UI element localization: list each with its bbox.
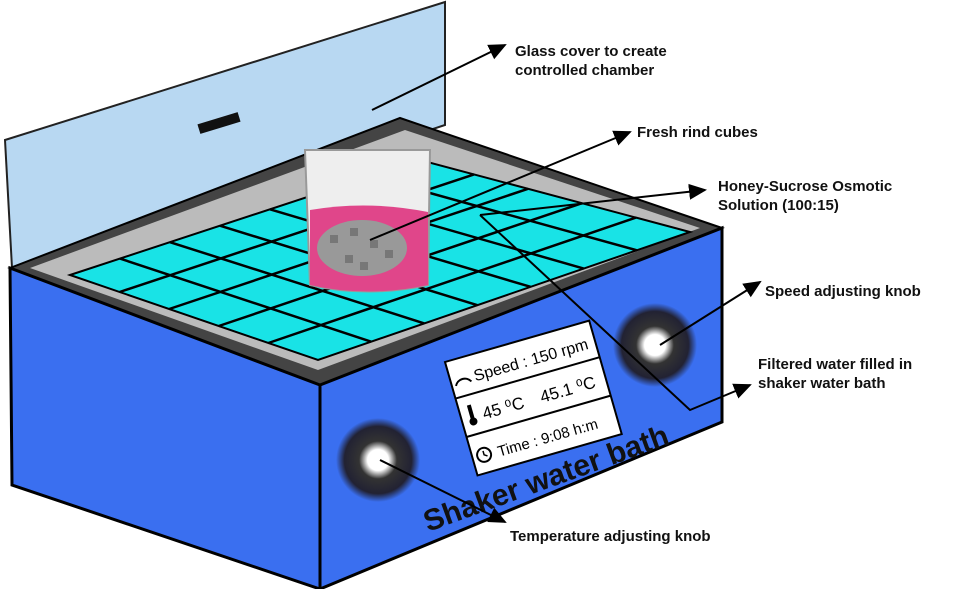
label-temp-knob: Temperature adjusting knob [510, 528, 711, 545]
clock-icon [476, 446, 493, 463]
beaker [303, 149, 432, 293]
label-solution: Honey-Sucrose Osmotic Solution (100:15) [718, 178, 893, 214]
grid-line [169, 240, 425, 325]
temperature-knob[interactable] [336, 418, 420, 502]
front-left-face [8, 265, 322, 589]
label-glass-cover: Glass cover to create controlled chamber [515, 43, 667, 79]
glass-cover [3, 0, 446, 270]
thermometer-icon [466, 404, 478, 426]
grid-line [267, 216, 637, 345]
pointer-arrows [369, 44, 762, 523]
glass-cover-handle [197, 112, 241, 134]
label-rind-cubes: Fresh rind cubes [637, 124, 758, 141]
speed-knob[interactable] [613, 303, 697, 387]
label-water: Filtered water filled in shaker water ba… [758, 356, 913, 392]
grid-line [119, 257, 372, 343]
display-panel: Speed : 150 rpm 45 ⁰C 45.1 ⁰C Time : 9:0… [443, 319, 623, 477]
label-speed-knob: Speed adjusting knob [765, 283, 921, 300]
gauge-icon [455, 377, 473, 387]
